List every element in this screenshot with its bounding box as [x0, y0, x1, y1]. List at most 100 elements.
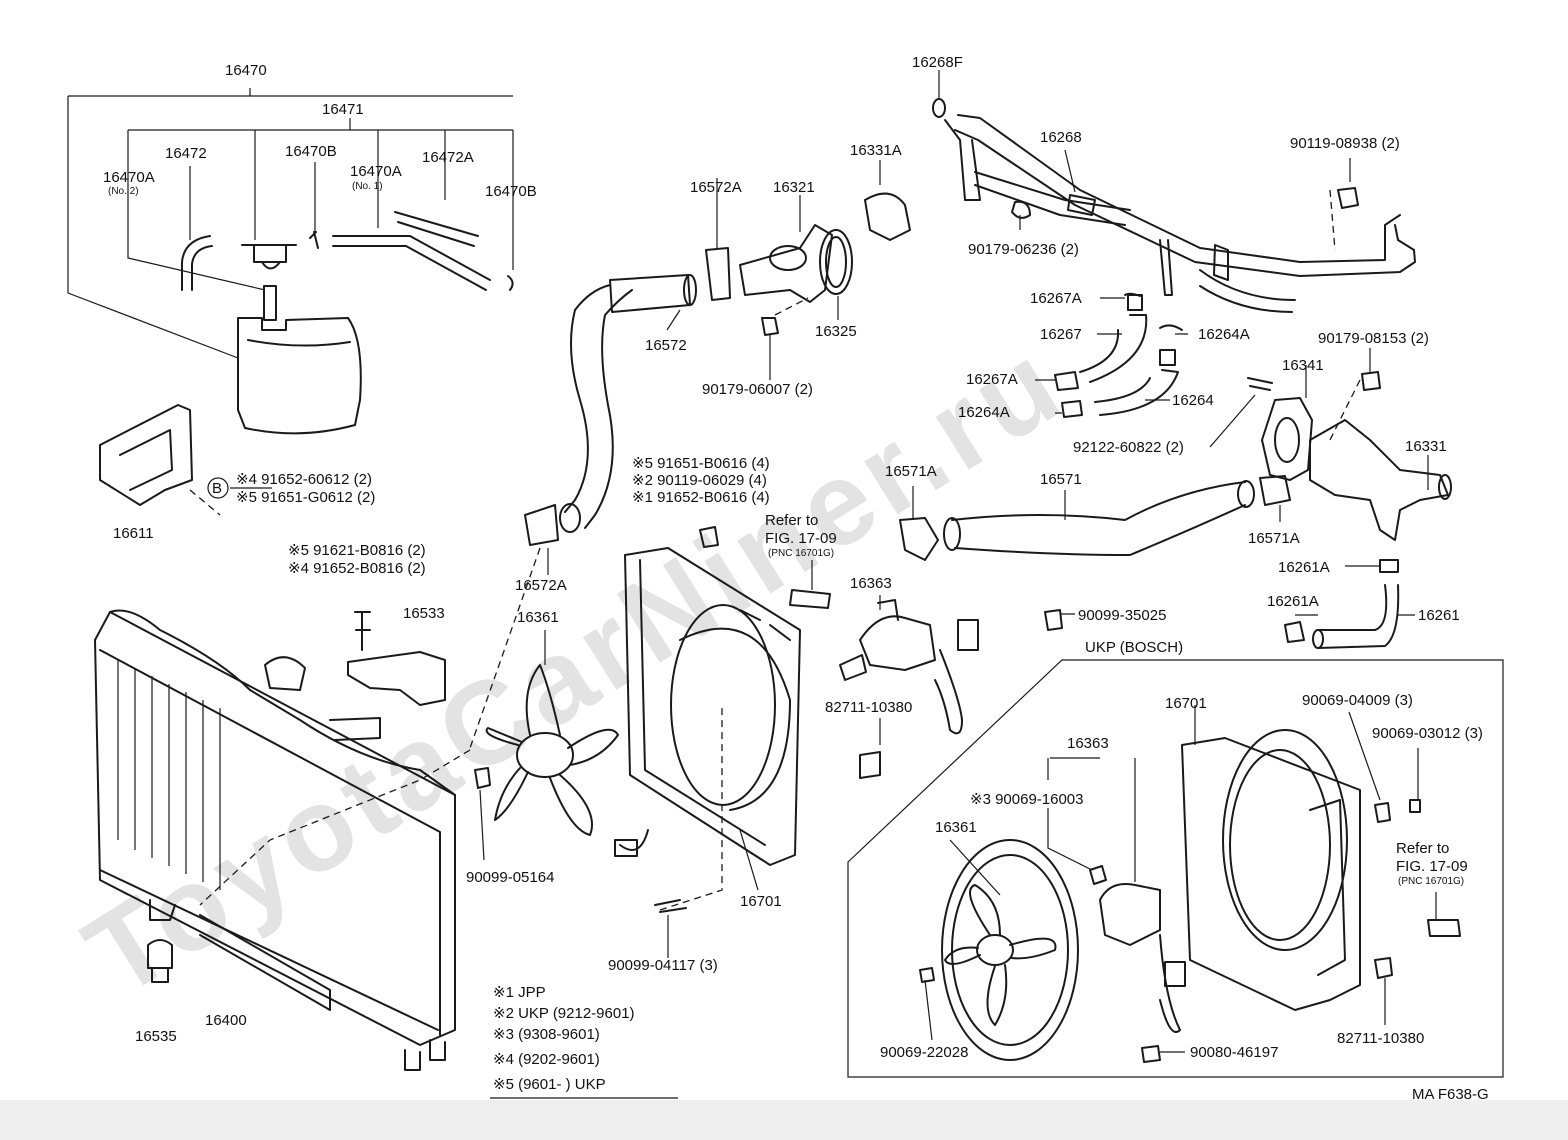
label-ukp-bosch: UKP (BOSCH): [1085, 639, 1183, 656]
label-b-circle: B: [212, 480, 222, 497]
label-16363-a: 16363: [850, 575, 892, 592]
label-refer-1: Refer to: [765, 512, 818, 529]
label-16571: 16571: [1040, 471, 1082, 488]
applicability-legend: ※1 JPP ※2 UKP (9212-9601) ※3 (9308-9601)…: [490, 984, 678, 1099]
label-91652-b0816: ※4 91652-B0816 (2): [288, 560, 426, 577]
label-91621-b0816: ※5 91621-B0816 (2): [288, 542, 426, 559]
label-90119-06029: ※2 90119-06029 (4): [632, 472, 767, 489]
hose-16261: [1044, 559, 1400, 649]
label-91652-60612: ※4 91652-60612 (2): [236, 471, 372, 488]
label-16470: 16470: [225, 62, 267, 79]
label-91651-b0616: ※5 91651-B0616 (4): [632, 455, 770, 472]
label-fig-1: FIG. 17-09: [765, 530, 837, 547]
label-91652-b0616: ※1 91652-B0616 (4): [632, 489, 770, 506]
legend-line-1: ※1 JPP: [493, 984, 546, 1001]
label-16572a-bot: 16572A: [515, 577, 567, 594]
label-16267a-a: 16267A: [1030, 290, 1082, 307]
label-91651-g0612: ※5 91651-G0612 (2): [236, 489, 375, 506]
label-16268f: 16268F: [912, 54, 963, 71]
label-16267: 16267: [1040, 326, 1082, 343]
label-90119-08938: 90119-08938 (2): [1290, 135, 1400, 152]
part-labels: 16470 16471 16472 16470B 16470A (No. 2) …: [103, 54, 1483, 1061]
label-16572a-top: 16572A: [690, 179, 742, 196]
label-16321: 16321: [773, 179, 815, 196]
label-refer-2: Refer to: [1396, 840, 1449, 857]
label-16261a-b: 16261A: [1267, 593, 1319, 610]
label-no2: (No. 2): [108, 186, 139, 197]
label-90099-05164: 90099-05164: [466, 869, 554, 886]
label-16571a-a: 16571A: [885, 463, 937, 480]
label-16331a: 16331A: [850, 142, 902, 159]
label-90099-04117: 90099-04117 (3): [608, 957, 718, 974]
parts-diagram: ToyotaCarNiner.ru: [64, 54, 1504, 1103]
label-90080-46197: 90080-46197: [1190, 1044, 1278, 1061]
label-16472: 16472: [165, 145, 207, 162]
label-90179-06236: 90179-06236 (2): [968, 241, 1079, 258]
drain-cock-16535: [147, 939, 173, 983]
water-inlet-16331: [1247, 371, 1452, 541]
label-16701-b: 16701: [1165, 695, 1207, 712]
label-90099-35025: 90099-35025: [1078, 607, 1166, 624]
label-92122-60822: 92122-60822 (2): [1073, 439, 1184, 456]
label-16701-a: 16701: [740, 893, 782, 910]
label-16571a-b: 16571A: [1248, 530, 1300, 547]
label-16261: 16261: [1418, 607, 1460, 624]
label-16472a: 16472A: [422, 149, 474, 166]
label-16470a-no1: 16470A: [350, 163, 402, 180]
label-16470b-a: 16470B: [285, 143, 337, 160]
fan-motor-16363: [654, 526, 979, 913]
water-outlet-16321: [739, 192, 911, 336]
label-90069-16003: ※3 90069-16003: [970, 791, 1084, 808]
leader-lines: [230, 70, 1437, 1053]
label-16470a-no2: 16470A: [103, 169, 155, 186]
label-fig-2: FIG. 17-09: [1396, 858, 1468, 875]
upper-hose-16572: [524, 247, 731, 546]
label-16572: 16572: [645, 337, 687, 354]
bracket-16533: [347, 611, 446, 706]
radiator-16400: [94, 609, 456, 1071]
label-90179-06007: 90179-06007 (2): [702, 381, 813, 398]
label-16535: 16535: [135, 1028, 177, 1045]
bracket-16611: [99, 404, 229, 516]
label-16611: 16611: [113, 525, 154, 542]
label-90179-08153: 90179-08153 (2): [1318, 330, 1429, 347]
label-16331: 16331: [1405, 438, 1447, 455]
label-90069-22028: 90069-22028: [880, 1044, 968, 1061]
label-no1: (No. 1): [352, 181, 383, 192]
legend-line-2: ※2 UKP (9212-9601): [493, 1005, 635, 1022]
label-16267a-b: 16267A: [966, 371, 1018, 388]
legend-line-4: ※4 (9202-9601): [493, 1051, 600, 1068]
legend-line-5: ※5 (9601- ) UKP: [493, 1076, 606, 1093]
fan-shroud-16701: [614, 547, 801, 866]
label-16533: 16533: [403, 605, 445, 622]
bottom-strip: [0, 1100, 1568, 1140]
label-pnc-2: (PNC 16701G): [1398, 876, 1464, 887]
parts-diagram-sheet: ToyotaCarNiner.ru: [0, 0, 1568, 1103]
label-16268: 16268: [1040, 129, 1082, 146]
label-16361-b: 16361: [935, 819, 977, 836]
ukp-bosch-box: [847, 659, 1504, 1078]
label-82711-b: 82711-10380: [1337, 1030, 1424, 1047]
label-16341: 16341: [1282, 357, 1324, 374]
label-16361-a: 16361: [517, 609, 559, 626]
label-16264a-a: 16264A: [1198, 326, 1250, 343]
fan-16361: [474, 664, 619, 836]
label-16261a-a: 16261A: [1278, 559, 1330, 576]
label-16264a-b: 16264A: [958, 404, 1010, 421]
label-90069-04009: 90069-04009 (3): [1302, 692, 1413, 709]
figure-id: MA F638-G: [1412, 1086, 1489, 1100]
label-16264: 16264: [1172, 392, 1214, 409]
label-90069-03012: 90069-03012 (3): [1372, 725, 1483, 742]
bypass-hoses-16267-16264: [1054, 292, 1183, 418]
lower-hose-16571: [899, 475, 1291, 561]
water-pipe-16268: [932, 98, 1416, 313]
label-16400: 16400: [205, 1012, 247, 1029]
label-16325: 16325: [815, 323, 857, 340]
label-16470b-b: 16470B: [485, 183, 537, 200]
label-pnc-1: (PNC 16701G): [768, 548, 834, 559]
dash-leader-b: [199, 749, 471, 906]
label-16363-b: 16363: [1067, 735, 1109, 752]
label-82711-a: 82711-10380: [825, 699, 912, 716]
reserve-tank-group: [67, 88, 514, 435]
legend-line-3: ※3 (9308-9601): [493, 1026, 600, 1043]
